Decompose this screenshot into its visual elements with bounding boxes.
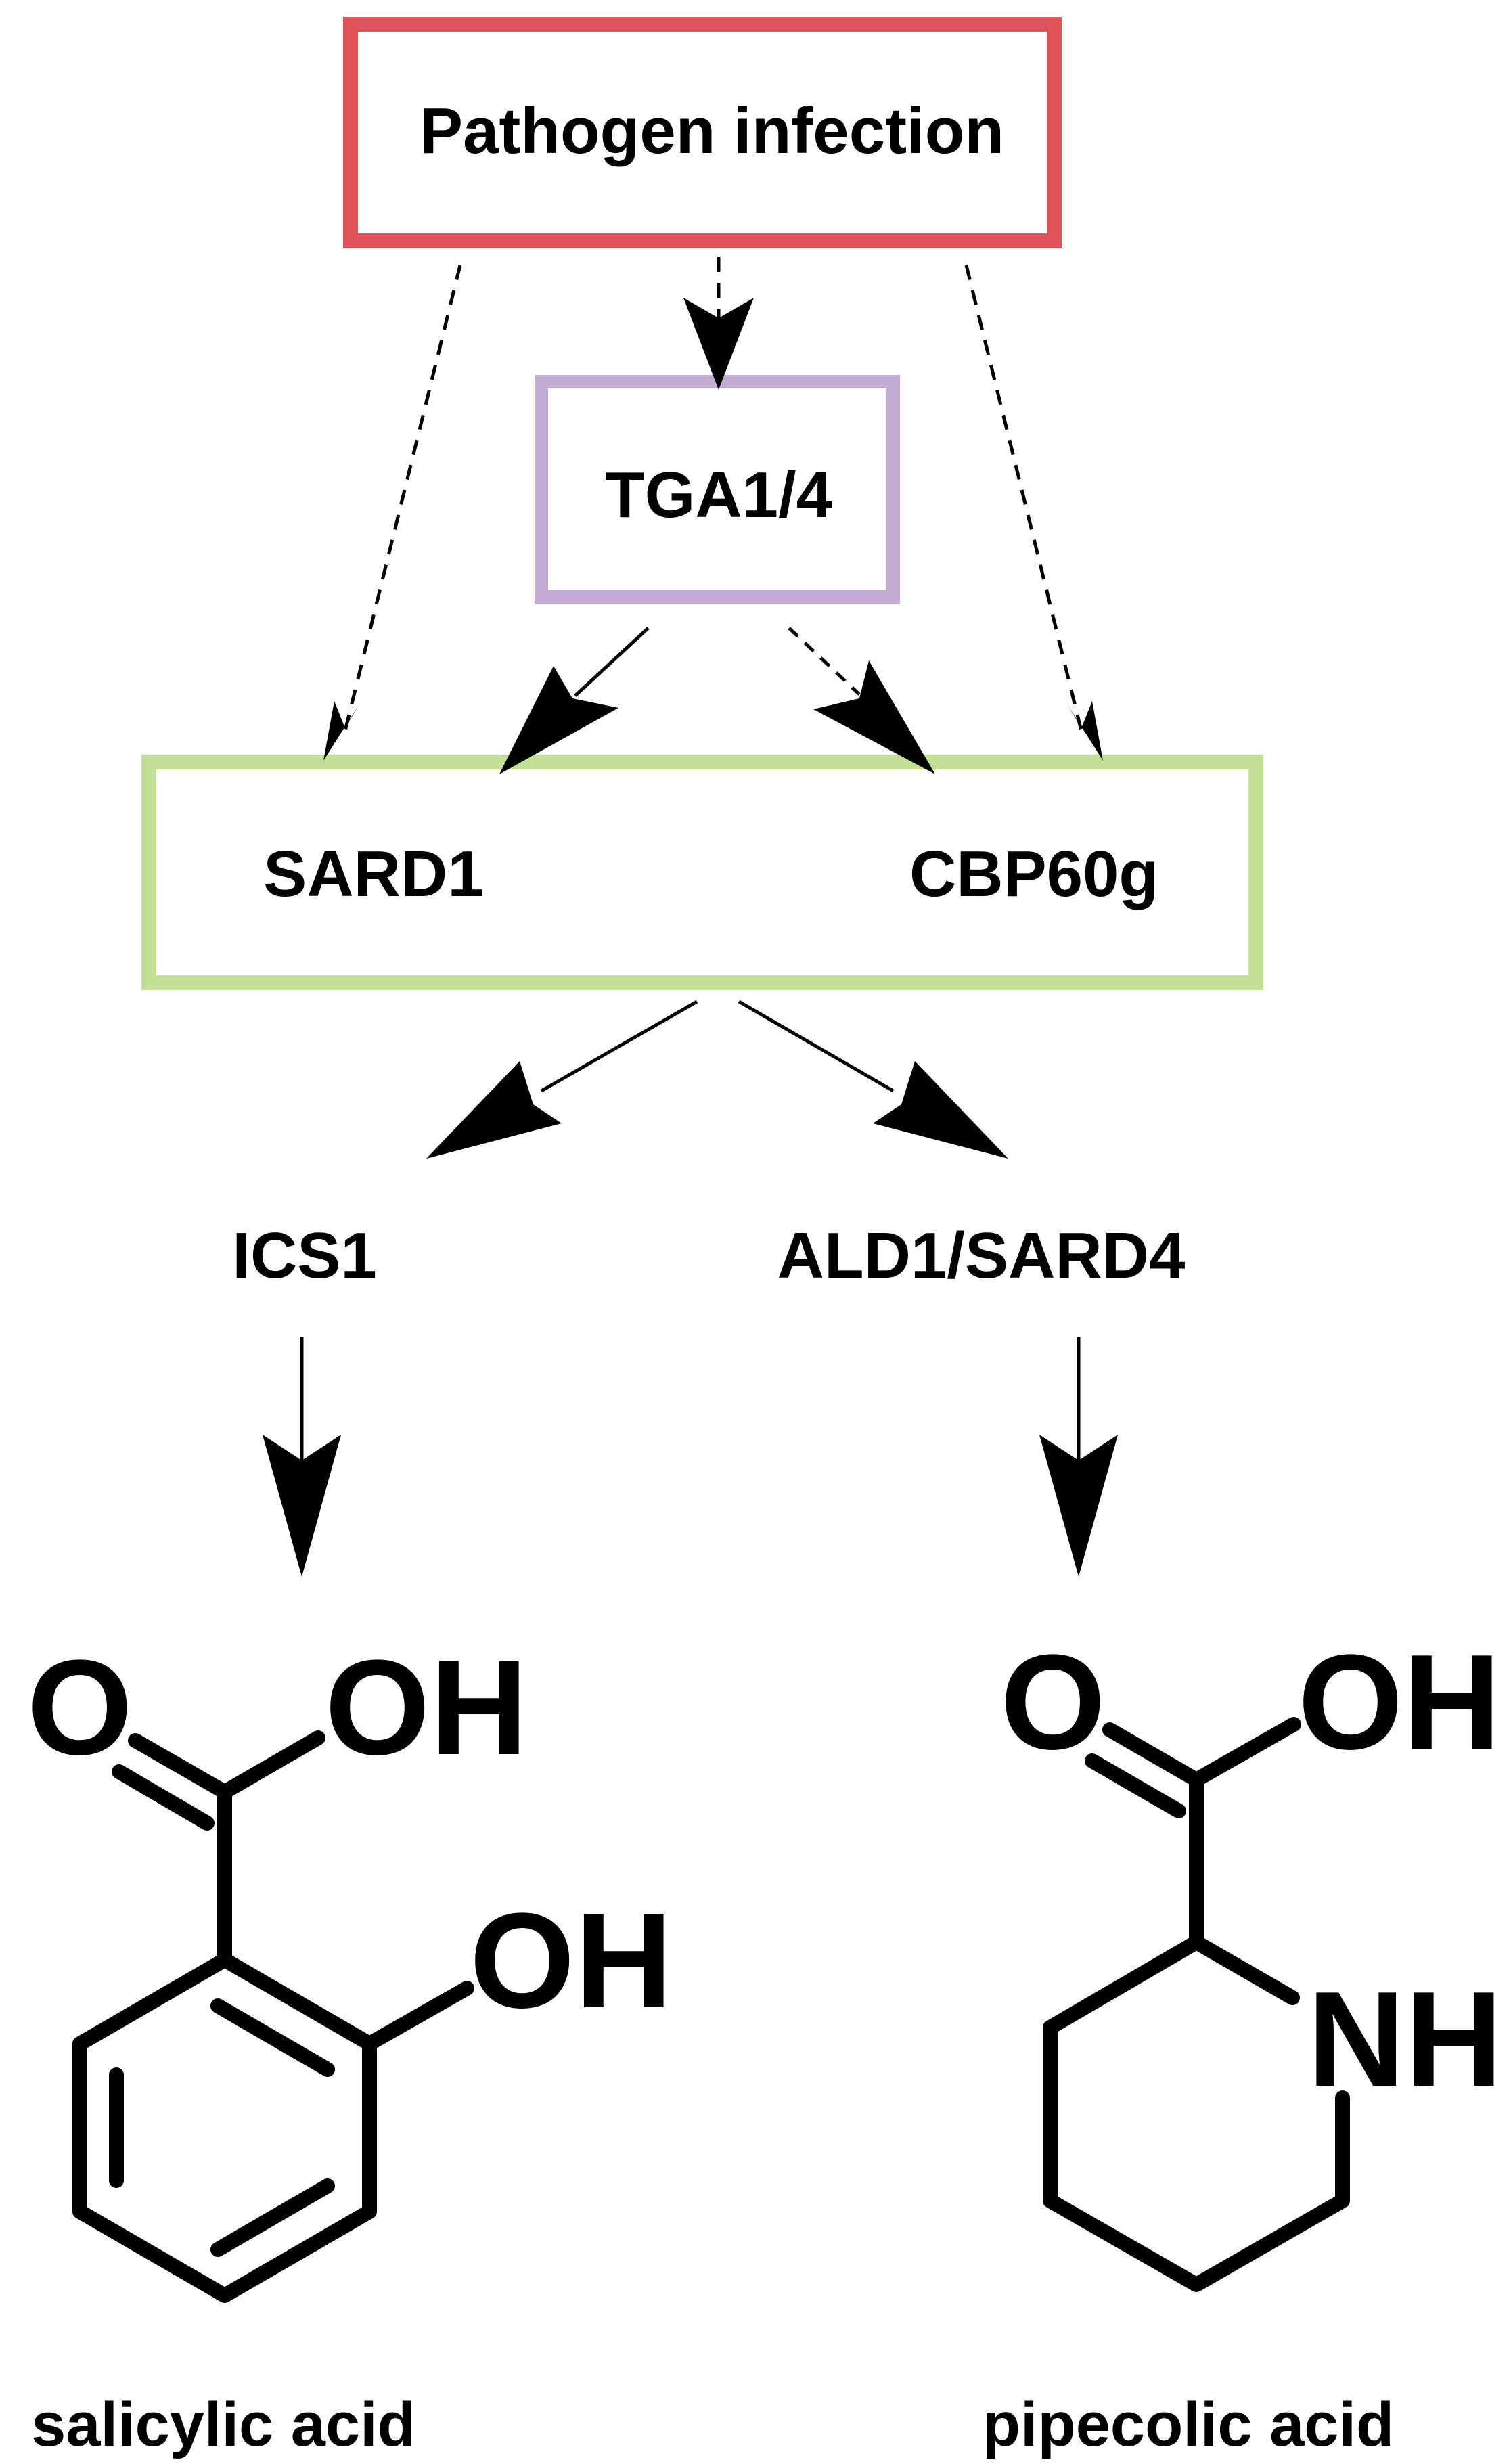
sard1-label: SARD1	[263, 838, 483, 910]
ics1-to-salicylic-acid-arrow	[263, 1337, 341, 1577]
tga14-to-cbp60g-arrow	[788, 627, 935, 774]
ald1-sard4-to-pipecolic-acid-arrow	[1039, 1337, 1118, 1577]
salicylic-carbonyl-o: O	[27, 1632, 133, 1783]
pipecolic-carbonyl-o: O	[1000, 1627, 1106, 1778]
pipecolic-acid-structure	[1043, 1717, 1350, 2292]
pathogen-to-tga14-arrow	[683, 257, 754, 390]
tga14-to-sard1-arrow	[499, 627, 650, 774]
salicylic-phenol-oh: OH	[470, 1885, 673, 2036]
salicylic-carboxyl-oh: OH	[325, 1632, 528, 1783]
salicylic-acid-name: salicylic acid	[31, 2390, 415, 2459]
pipecolic-carboxyl-oh: OH	[1298, 1627, 1501, 1778]
ics1-label: ICS1	[232, 1219, 376, 1292]
cbp60g-label: CBP60g	[909, 838, 1158, 910]
pipecolic-acid-name: pipecolic acid	[983, 2390, 1394, 2459]
tga14-label: TGA1/4	[605, 459, 832, 531]
pathogen-to-sard1-arrow	[323, 265, 462, 761]
pathogen-infection-box	[343, 17, 1062, 248]
ald1-sard4-label: ALD1/SARD4	[777, 1219, 1186, 1292]
salicylic-acid-structure	[72, 1730, 474, 2303]
pipecolic-amine-nh: NH	[1307, 1964, 1503, 2115]
pathogen-to-cbp60g-arrow	[964, 265, 1103, 761]
genes-to-ics1-arrow	[426, 1000, 698, 1159]
genes-to-ald1-sard4-arrow	[738, 1000, 1008, 1159]
salicylic-phenol-bond	[362, 1981, 474, 2051]
sard1-cbp60g-box	[141, 755, 1263, 990]
pipecolic-piperidine-ring	[1043, 1935, 1350, 2292]
pathogen-infection-label: Pathogen infection	[420, 95, 1004, 167]
